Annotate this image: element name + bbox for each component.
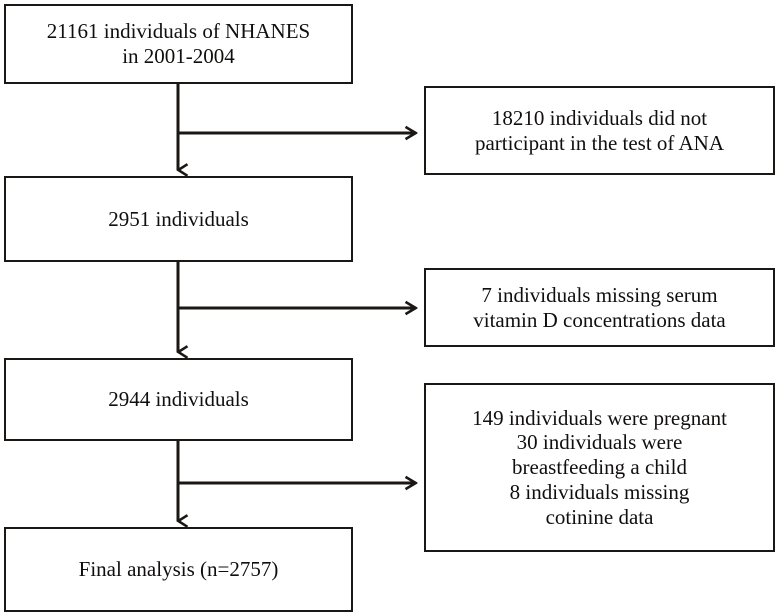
- node-excluded-no-ana-test: 18210 individuals did not participant in…: [424, 86, 775, 175]
- node-after-ana-test-label: 2951 individuals: [108, 206, 249, 231]
- node-excluded-missing-vitamin-d: 7 individuals missing serum vitamin D co…: [424, 268, 775, 347]
- node-excluded-pregnant-breastfeeding-cotinine: 149 individuals were pregnant 30 individ…: [424, 383, 775, 552]
- node-after-ana-test: 2951 individuals: [4, 176, 353, 262]
- node-excluded-no-ana-test-label: 18210 individuals did not participant in…: [474, 105, 725, 155]
- node-final-analysis: Final analysis (n=2757): [4, 527, 353, 612]
- node-after-vitamin-d-label: 2944 individuals: [108, 387, 249, 412]
- node-source-population-label: 21161 individuals of NHANES in 2001-2004: [46, 19, 311, 68]
- node-after-vitamin-d: 2944 individuals: [4, 358, 353, 441]
- node-excluded-pregnant-breastfeeding-cotinine-label: 149 individuals were pregnant 30 individ…: [472, 405, 727, 529]
- node-excluded-missing-vitamin-d-label: 7 individuals missing serum vitamin D co…: [473, 282, 726, 332]
- node-source-population: 21161 individuals of NHANES in 2001-2004: [4, 4, 353, 84]
- node-final-analysis-label: Final analysis (n=2757): [78, 557, 279, 582]
